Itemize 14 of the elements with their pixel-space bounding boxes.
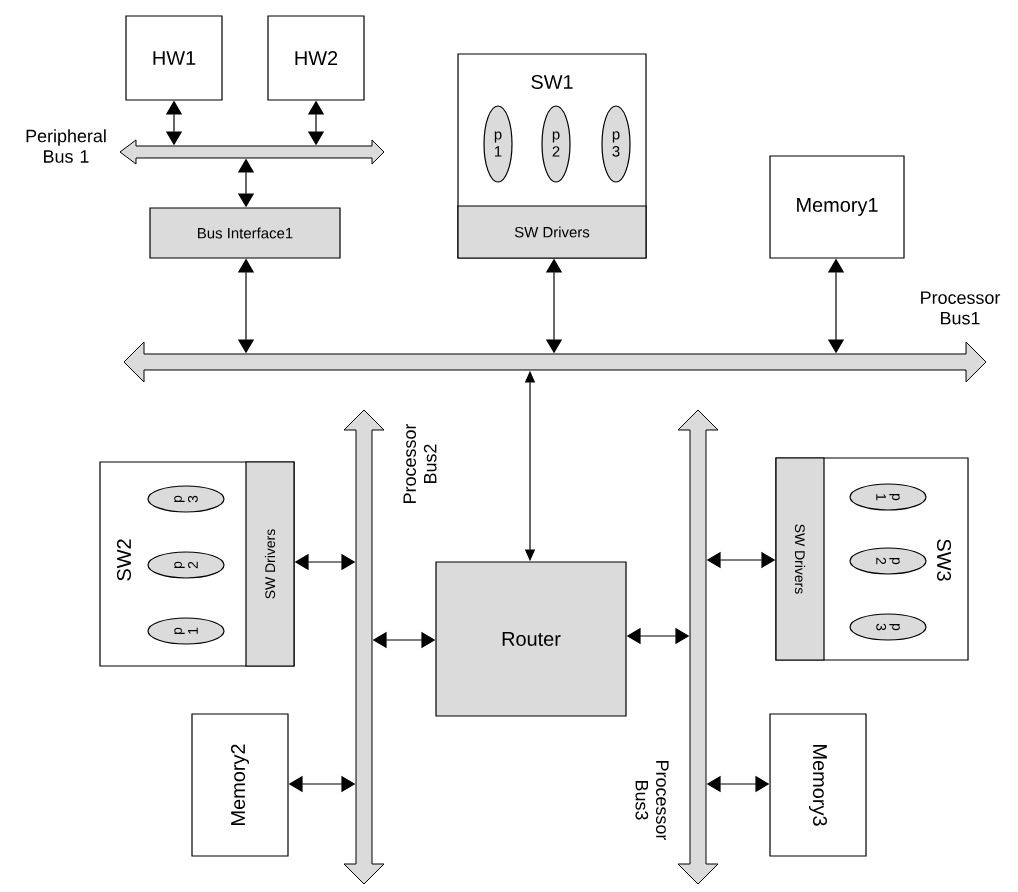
memory-box: Memory1 [769,155,905,259]
bus-bar [119,139,385,165]
router-box: Router [435,561,627,717]
bus-bar [343,409,385,885]
bus-bar [677,409,719,885]
bus-label: Processor Bus2 [403,423,437,503]
hw-box: HW1 [125,15,223,101]
bus-bar [123,341,987,383]
bus-label: Processor Bus1 [921,291,1001,325]
bus-label: Processor Bus3 [635,761,669,841]
bus-label: Peripheral Bus 1 [26,129,106,163]
memory-box: Memory2 [191,713,289,857]
memory-box: Memory3 [769,713,867,857]
hw-box: HW2 [267,15,365,101]
